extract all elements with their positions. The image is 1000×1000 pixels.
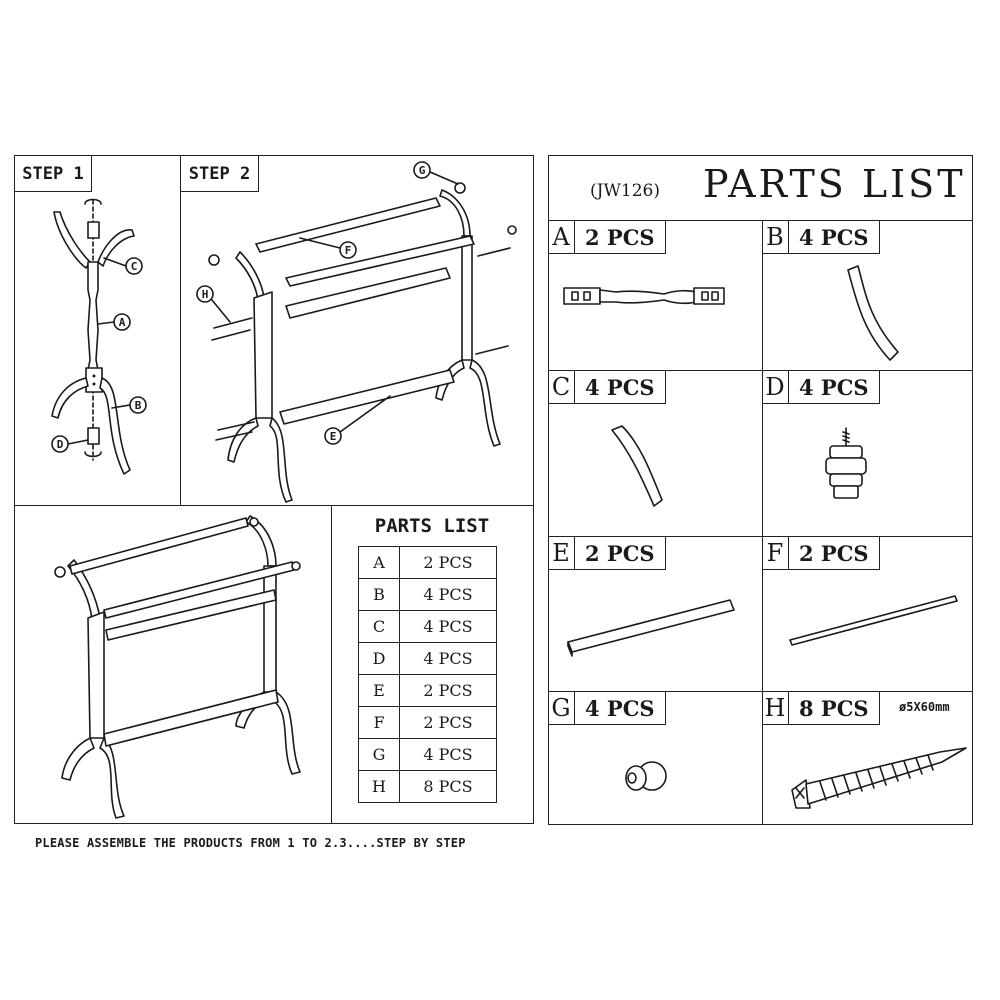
footer-note: PLEASE ASSEMBLE THE PRODUCTS FROM 1 TO 2… <box>35 836 466 850</box>
callout-f: F <box>345 244 352 257</box>
part-e-rail-drawing <box>567 599 735 657</box>
callout-b: B <box>135 399 142 412</box>
part-b-leg-drawing <box>847 265 899 361</box>
callout-d: D <box>57 438 64 451</box>
callout-c: C <box>131 260 138 273</box>
screw-spec: ø5X60mm <box>899 700 950 714</box>
part-a-spindle-drawing <box>563 287 725 305</box>
callout-e: E <box>330 430 337 443</box>
step2-label: STEP 2 <box>181 156 259 192</box>
part-h-screw-drawing <box>791 747 967 809</box>
callout-g: G <box>419 164 426 177</box>
part-g-cap-drawing <box>625 761 667 791</box>
model-code: (JW126) <box>590 181 661 201</box>
callout-a: A <box>119 316 126 329</box>
step1-label: STEP 1 <box>15 156 92 192</box>
parts-list-title: PARTS LIST <box>703 162 966 206</box>
small-parts-list-panel <box>331 505 534 824</box>
part-c-arm-drawing <box>611 425 663 507</box>
column-divider <box>762 220 763 825</box>
parts-list-panel <box>548 155 973 825</box>
callout-h: H <box>202 288 209 301</box>
part-f-dowel-drawing <box>789 595 958 646</box>
small-parts-list-title: PARTS LIST <box>374 515 490 537</box>
part-d-finial-drawing <box>825 427 867 499</box>
